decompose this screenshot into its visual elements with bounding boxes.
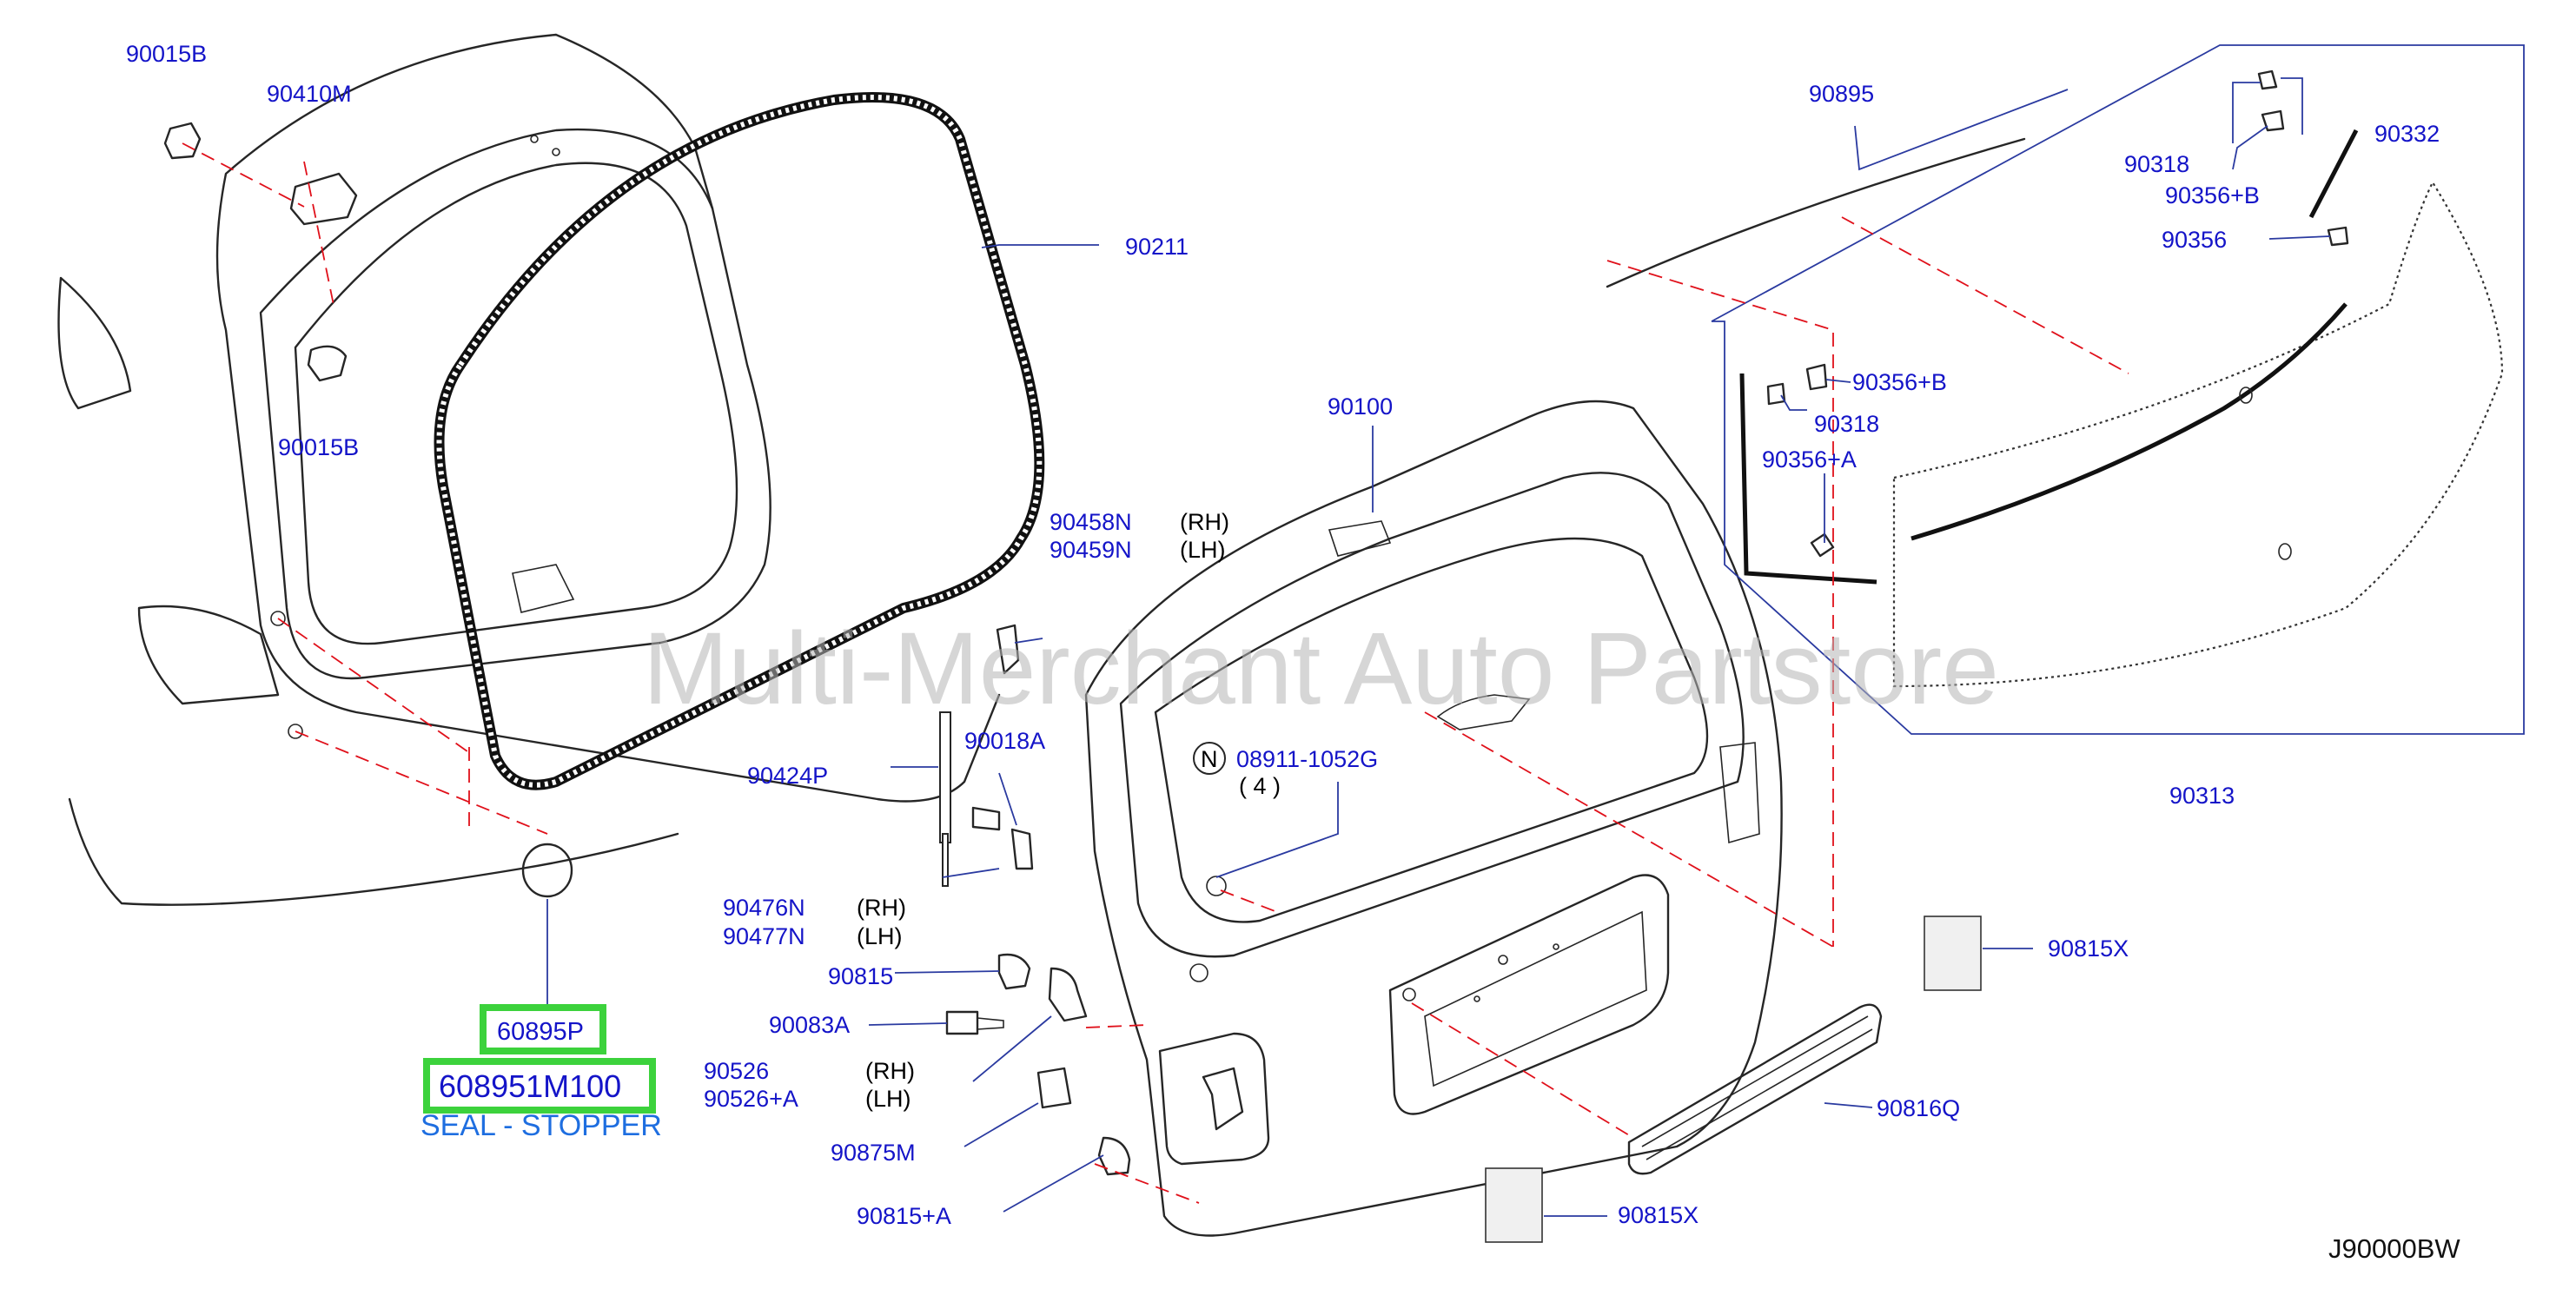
part-label-90410M[interactable]: 90410M xyxy=(267,81,352,107)
part-labels: 90015B 90410M 90015B 90211 90100 90458N … xyxy=(126,41,2440,1229)
part-label-90459N[interactable]: 90459N xyxy=(1050,537,1132,563)
weatherstrip-drawing xyxy=(434,92,1045,790)
part-label-90015B-bottom[interactable]: 90015B xyxy=(278,434,359,460)
part-label-90477N[interactable]: 90477N xyxy=(723,923,805,949)
part-label-90424P[interactable]: 90424P xyxy=(747,763,828,789)
side-marker-rh-1: (RH) xyxy=(1180,509,1229,535)
leader-lines xyxy=(546,77,2331,1217)
side-marker-rh-2: (RH) xyxy=(857,895,906,921)
back-glass-drawing xyxy=(1606,44,2525,735)
part-label-90356B-mid[interactable]: 90356+B xyxy=(1852,369,1947,395)
part-label-90318-mid[interactable]: 90318 xyxy=(1814,411,1879,437)
part-label-90015B-top[interactable]: 90015B xyxy=(126,41,207,67)
callout-part-number[interactable]: 08911-1052G xyxy=(1236,746,1378,772)
part-label-90526[interactable]: 90526 xyxy=(704,1058,769,1084)
part-label-90815X-right[interactable]: 90815X xyxy=(2048,935,2129,962)
part-label-90100[interactable]: 90100 xyxy=(1328,393,1393,420)
diagram-code: J90000BW xyxy=(2328,1233,2460,1264)
part-label-90815A[interactable]: 90815+A xyxy=(857,1203,951,1229)
part-label-90313[interactable]: 90313 xyxy=(2169,783,2235,809)
selected-oem-number[interactable]: 608951M100 xyxy=(439,1068,621,1104)
body-opening-drawing xyxy=(57,33,1001,906)
clip-nut-drawing xyxy=(163,122,358,382)
selected-part-description: SEAL - STOPPER xyxy=(421,1109,662,1142)
moulding-drawing xyxy=(1485,916,1982,1243)
part-label-90458N[interactable]: 90458N xyxy=(1050,509,1132,535)
selected-part-number[interactable]: 60895P xyxy=(497,1018,584,1046)
side-marker-lh-3: (LH) xyxy=(865,1086,911,1112)
side-marker-lh-1: (LH) xyxy=(1180,537,1226,563)
part-label-90356B-top[interactable]: 90356+B xyxy=(2165,182,2260,208)
seal-stopper-drawing xyxy=(521,843,573,898)
assembly-guide-lines xyxy=(182,142,2129,1204)
callout-quantity: ( 4 ) xyxy=(1239,773,1281,799)
part-label-90815[interactable]: 90815 xyxy=(828,963,893,989)
callout-symbol: N xyxy=(1201,746,1218,772)
part-label-90356[interactable]: 90356 xyxy=(2162,227,2227,253)
back-door-drawing xyxy=(1084,400,1783,1237)
callout-bolt: N 08911-1052G ( 4 ) xyxy=(1193,742,1378,799)
part-label-90211[interactable]: 90211 xyxy=(1125,234,1189,260)
part-label-90816Q[interactable]: 90816Q xyxy=(1877,1095,1960,1121)
selected-part-highlight[interactable]: 60895P 608951M100 SEAL - STOPPER xyxy=(421,1004,662,1142)
part-label-90476N[interactable]: 90476N xyxy=(723,895,805,921)
watermark: Multi-Merchant Auto Partstore xyxy=(643,611,1999,726)
part-label-90526A[interactable]: 90526+A xyxy=(704,1086,798,1112)
part-label-90318-top[interactable]: 90318 xyxy=(2124,151,2189,177)
part-label-90356A[interactable]: 90356+A xyxy=(1762,446,1857,473)
part-label-90083A[interactable]: 90083A xyxy=(769,1012,850,1038)
part-label-90815X-bottom[interactable]: 90815X xyxy=(1618,1202,1699,1228)
part-label-90018A[interactable]: 90018A xyxy=(964,728,1045,754)
gas-stay-drawing xyxy=(939,624,1227,1176)
part-label-90332[interactable]: 90332 xyxy=(2374,121,2440,147)
side-marker-rh-3: (RH) xyxy=(865,1058,915,1084)
part-label-90895[interactable]: 90895 xyxy=(1809,81,1874,107)
side-marker-lh-2: (LH) xyxy=(857,923,903,949)
part-label-90875M[interactable]: 90875M xyxy=(831,1140,916,1166)
